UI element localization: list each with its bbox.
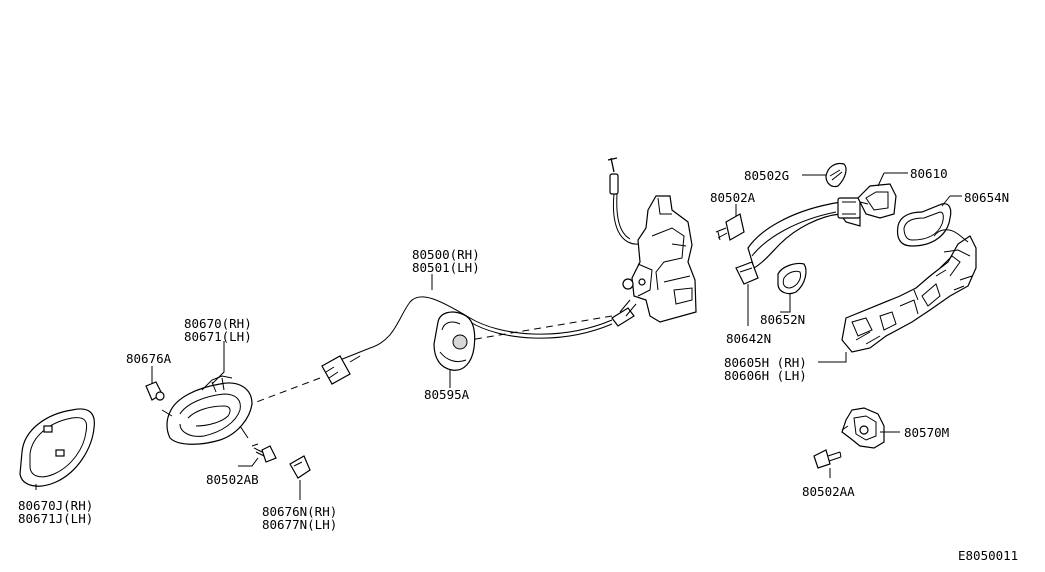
label-80670J: 80670J(RH) <box>18 498 93 513</box>
label-80676N: 80676N(RH) <box>262 504 337 519</box>
label-80671: 80671(LH) <box>184 329 252 344</box>
label-80570M: 80570M <box>904 425 949 440</box>
leader-lines <box>35 172 962 500</box>
label-80670: 80670(RH) <box>184 316 252 331</box>
seal-80652N <box>777 262 807 295</box>
label-80502AB: 80502AB <box>206 472 259 487</box>
label-80502AA: 80502AA <box>802 484 855 499</box>
label-80502A: 80502A <box>710 190 756 205</box>
label-80642N: 80642N <box>726 331 771 346</box>
outside-handle <box>735 197 861 285</box>
label-80610: 80610 <box>910 166 948 181</box>
label-80605H: 80605H (RH) <box>724 355 807 370</box>
inside-handle <box>161 375 253 445</box>
part-labels: 80502G 80610 80654N 80502A 80500(RH) 805… <box>18 166 1018 563</box>
label-80502G: 80502G <box>744 168 789 183</box>
clip-80502G <box>825 162 847 188</box>
label-80677N: 80677N(LH) <box>262 517 337 532</box>
diagram-code: E8050011 <box>958 548 1018 563</box>
clip-80676N <box>289 455 311 479</box>
escutcheon-80670J <box>19 408 95 487</box>
door-lock-cable <box>229 296 613 413</box>
grommet-80595A <box>433 311 476 371</box>
label-80654N: 80654N <box>964 190 1009 205</box>
handle-bracket-80605H <box>841 229 977 353</box>
screw-80502A <box>715 213 745 241</box>
label-80501: 80501(LH) <box>412 260 480 275</box>
label-80500: 80500(RH) <box>412 247 480 262</box>
label-80606H: 80606H (LH) <box>724 368 807 383</box>
label-80671J: 80671J(LH) <box>18 511 93 526</box>
label-80595A: 80595A <box>424 387 470 402</box>
gasket-80654N <box>896 203 952 247</box>
clip-80676A <box>145 381 165 401</box>
screw-80502AA <box>813 449 842 469</box>
label-80652N: 80652N <box>760 312 805 327</box>
screw-80502AB <box>251 443 277 463</box>
escutcheon-80610 <box>857 183 897 219</box>
label-80676A: 80676A <box>126 351 172 366</box>
striker-80570M <box>841 407 885 449</box>
door-lock-actuator <box>607 157 697 327</box>
